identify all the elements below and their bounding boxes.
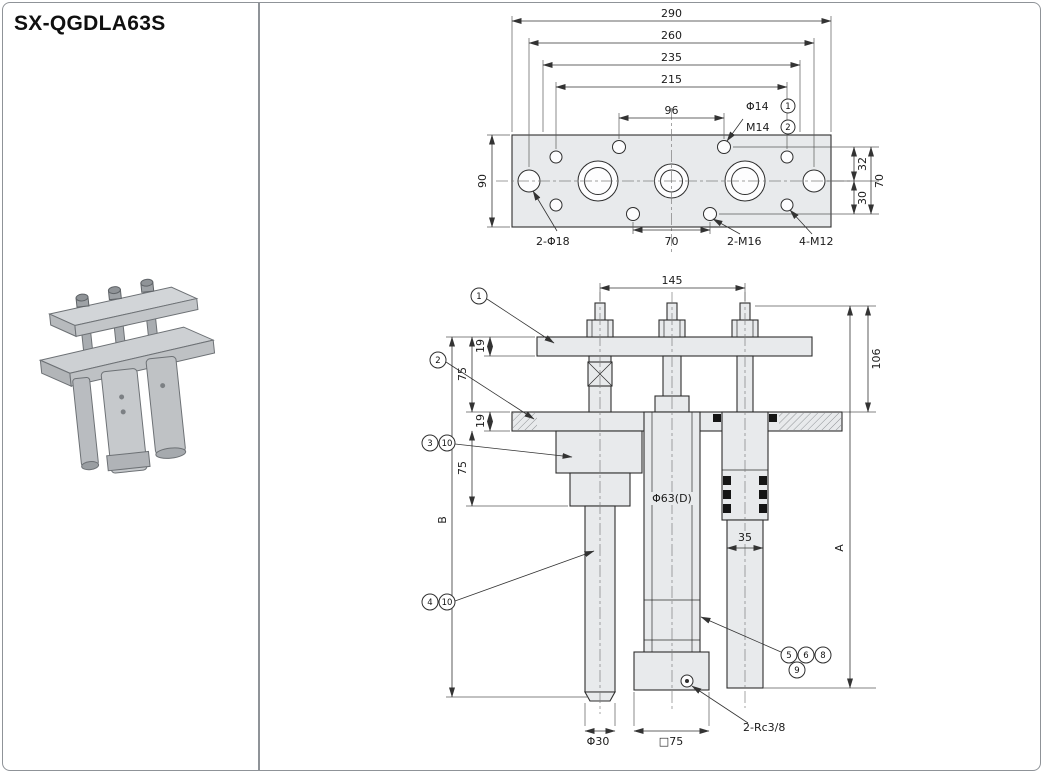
front-view-part bbox=[511, 292, 843, 714]
dim-label-rc38: 2-Rc3/8 bbox=[743, 721, 785, 734]
dim-right-side: 32 30 70 bbox=[719, 146, 886, 215]
dim-sq75: □75 bbox=[633, 692, 710, 748]
dim-label-260: 260 bbox=[661, 29, 682, 42]
callout-1-top-balloon bbox=[780, 98, 796, 114]
svg-text:9: 9 bbox=[794, 666, 799, 676]
dim-235: 235 bbox=[542, 51, 801, 132]
dim-label-19-lower: 19 bbox=[474, 414, 487, 428]
svg-text:4: 4 bbox=[427, 598, 432, 608]
product-cylinders bbox=[72, 355, 187, 474]
dim-label-phi30: Φ30 bbox=[587, 735, 610, 748]
front-view-dimensions: 145 19 75 19 75 bbox=[436, 274, 883, 748]
callout-1: 1 bbox=[470, 287, 555, 344]
label-2-phi18: 2-Φ18 bbox=[532, 190, 570, 248]
callout-4-10: 4 10 bbox=[421, 550, 595, 611]
svg-text:8: 8 bbox=[820, 651, 825, 661]
dim-label-32: 32 bbox=[856, 157, 869, 171]
dim-label-90: 90 bbox=[476, 174, 489, 188]
svg-text:6: 6 bbox=[803, 651, 808, 661]
top-view-labels: Φ14 1 M14 2 2-Φ18 2-M16 4-M12 bbox=[532, 98, 833, 248]
top-view: 290 260 235 215 bbox=[476, 7, 886, 252]
svg-text:10: 10 bbox=[442, 439, 453, 449]
svg-text:4-M12: 4-M12 bbox=[799, 235, 833, 248]
product-photo bbox=[38, 278, 216, 474]
front-view-callouts: 1 2 3 10 4 bbox=[421, 287, 832, 679]
top-view-dimensions: 290 260 235 215 bbox=[476, 7, 886, 248]
dim-label-19-top: 19 bbox=[474, 339, 487, 353]
dim-right-stack: 106 A bbox=[755, 305, 883, 689]
product-top-plate bbox=[47, 286, 199, 338]
dim-label-235: 235 bbox=[661, 51, 682, 64]
svg-text:10: 10 bbox=[442, 598, 453, 608]
dim-left-stack: 19 75 19 75 B bbox=[436, 336, 588, 698]
dim-145: 145 bbox=[599, 274, 746, 301]
dim-label-70-bottom: 70 bbox=[665, 235, 679, 248]
svg-text:2-Φ18: 2-Φ18 bbox=[536, 235, 570, 248]
dim-label-75-lower: 75 bbox=[456, 461, 469, 475]
dim-90: 90 bbox=[476, 134, 510, 228]
front-view: 145 19 75 19 75 bbox=[421, 274, 883, 748]
dim-label-96: 96 bbox=[665, 104, 679, 117]
dim-215: 215 bbox=[555, 73, 788, 149]
label-4-m12: 4-M12 bbox=[789, 209, 833, 248]
dim-label-75-upper: 75 bbox=[456, 367, 469, 381]
label-2-rc38: 2-Rc3/8 bbox=[691, 685, 785, 734]
dim-label-A: A bbox=[833, 544, 846, 552]
dim-label-phi63: Φ63(D) bbox=[652, 492, 692, 505]
callout-1-top-number: 1 bbox=[785, 102, 790, 112]
callout-2-top-number: 2 bbox=[785, 123, 790, 133]
dim-label-35: 35 bbox=[738, 531, 752, 544]
dim-phi30: Φ30 bbox=[584, 703, 616, 748]
top-view-part bbox=[496, 108, 850, 252]
label-m14: M14 bbox=[746, 121, 770, 134]
dim-label-B: B bbox=[436, 516, 449, 524]
dim-70-bottom: 70 bbox=[632, 222, 711, 248]
panel-divider bbox=[258, 3, 260, 770]
callout-2-top-balloon bbox=[780, 119, 796, 135]
dim-label-215: 215 bbox=[661, 73, 682, 86]
dim-96: 96 bbox=[618, 104, 725, 139]
label-phi14: Φ14 bbox=[746, 100, 769, 113]
dim-label-106: 106 bbox=[870, 349, 883, 370]
dim-label-sq75: □75 bbox=[659, 735, 683, 748]
dim-label-145: 145 bbox=[662, 274, 683, 287]
dim-label-30: 30 bbox=[856, 191, 869, 205]
svg-text:3: 3 bbox=[427, 439, 432, 449]
label-2-m16: 2-M16 bbox=[712, 218, 761, 248]
dim-label-70-vertical: 70 bbox=[873, 174, 886, 188]
dim-35: 35 bbox=[726, 531, 764, 551]
product-bolts bbox=[75, 278, 155, 308]
label-phi63: Φ63(D) bbox=[645, 492, 699, 505]
svg-text:1: 1 bbox=[476, 292, 481, 302]
dim-260: 260 bbox=[528, 29, 815, 167]
dim-290: 290 bbox=[511, 7, 832, 132]
callout-2: 2 bbox=[429, 351, 535, 420]
label-phi14-m14: Φ14 1 M14 2 bbox=[726, 98, 796, 142]
callout-3-10: 3 10 bbox=[421, 434, 573, 459]
svg-text:5: 5 bbox=[786, 651, 791, 661]
svg-text:2: 2 bbox=[435, 356, 440, 366]
callout-5-6-8-9: 5 6 8 9 bbox=[700, 616, 832, 679]
page-title: SX-QGDLA63S bbox=[14, 12, 166, 35]
svg-text:2-M16: 2-M16 bbox=[727, 235, 761, 248]
dim-label-290: 290 bbox=[661, 7, 682, 20]
